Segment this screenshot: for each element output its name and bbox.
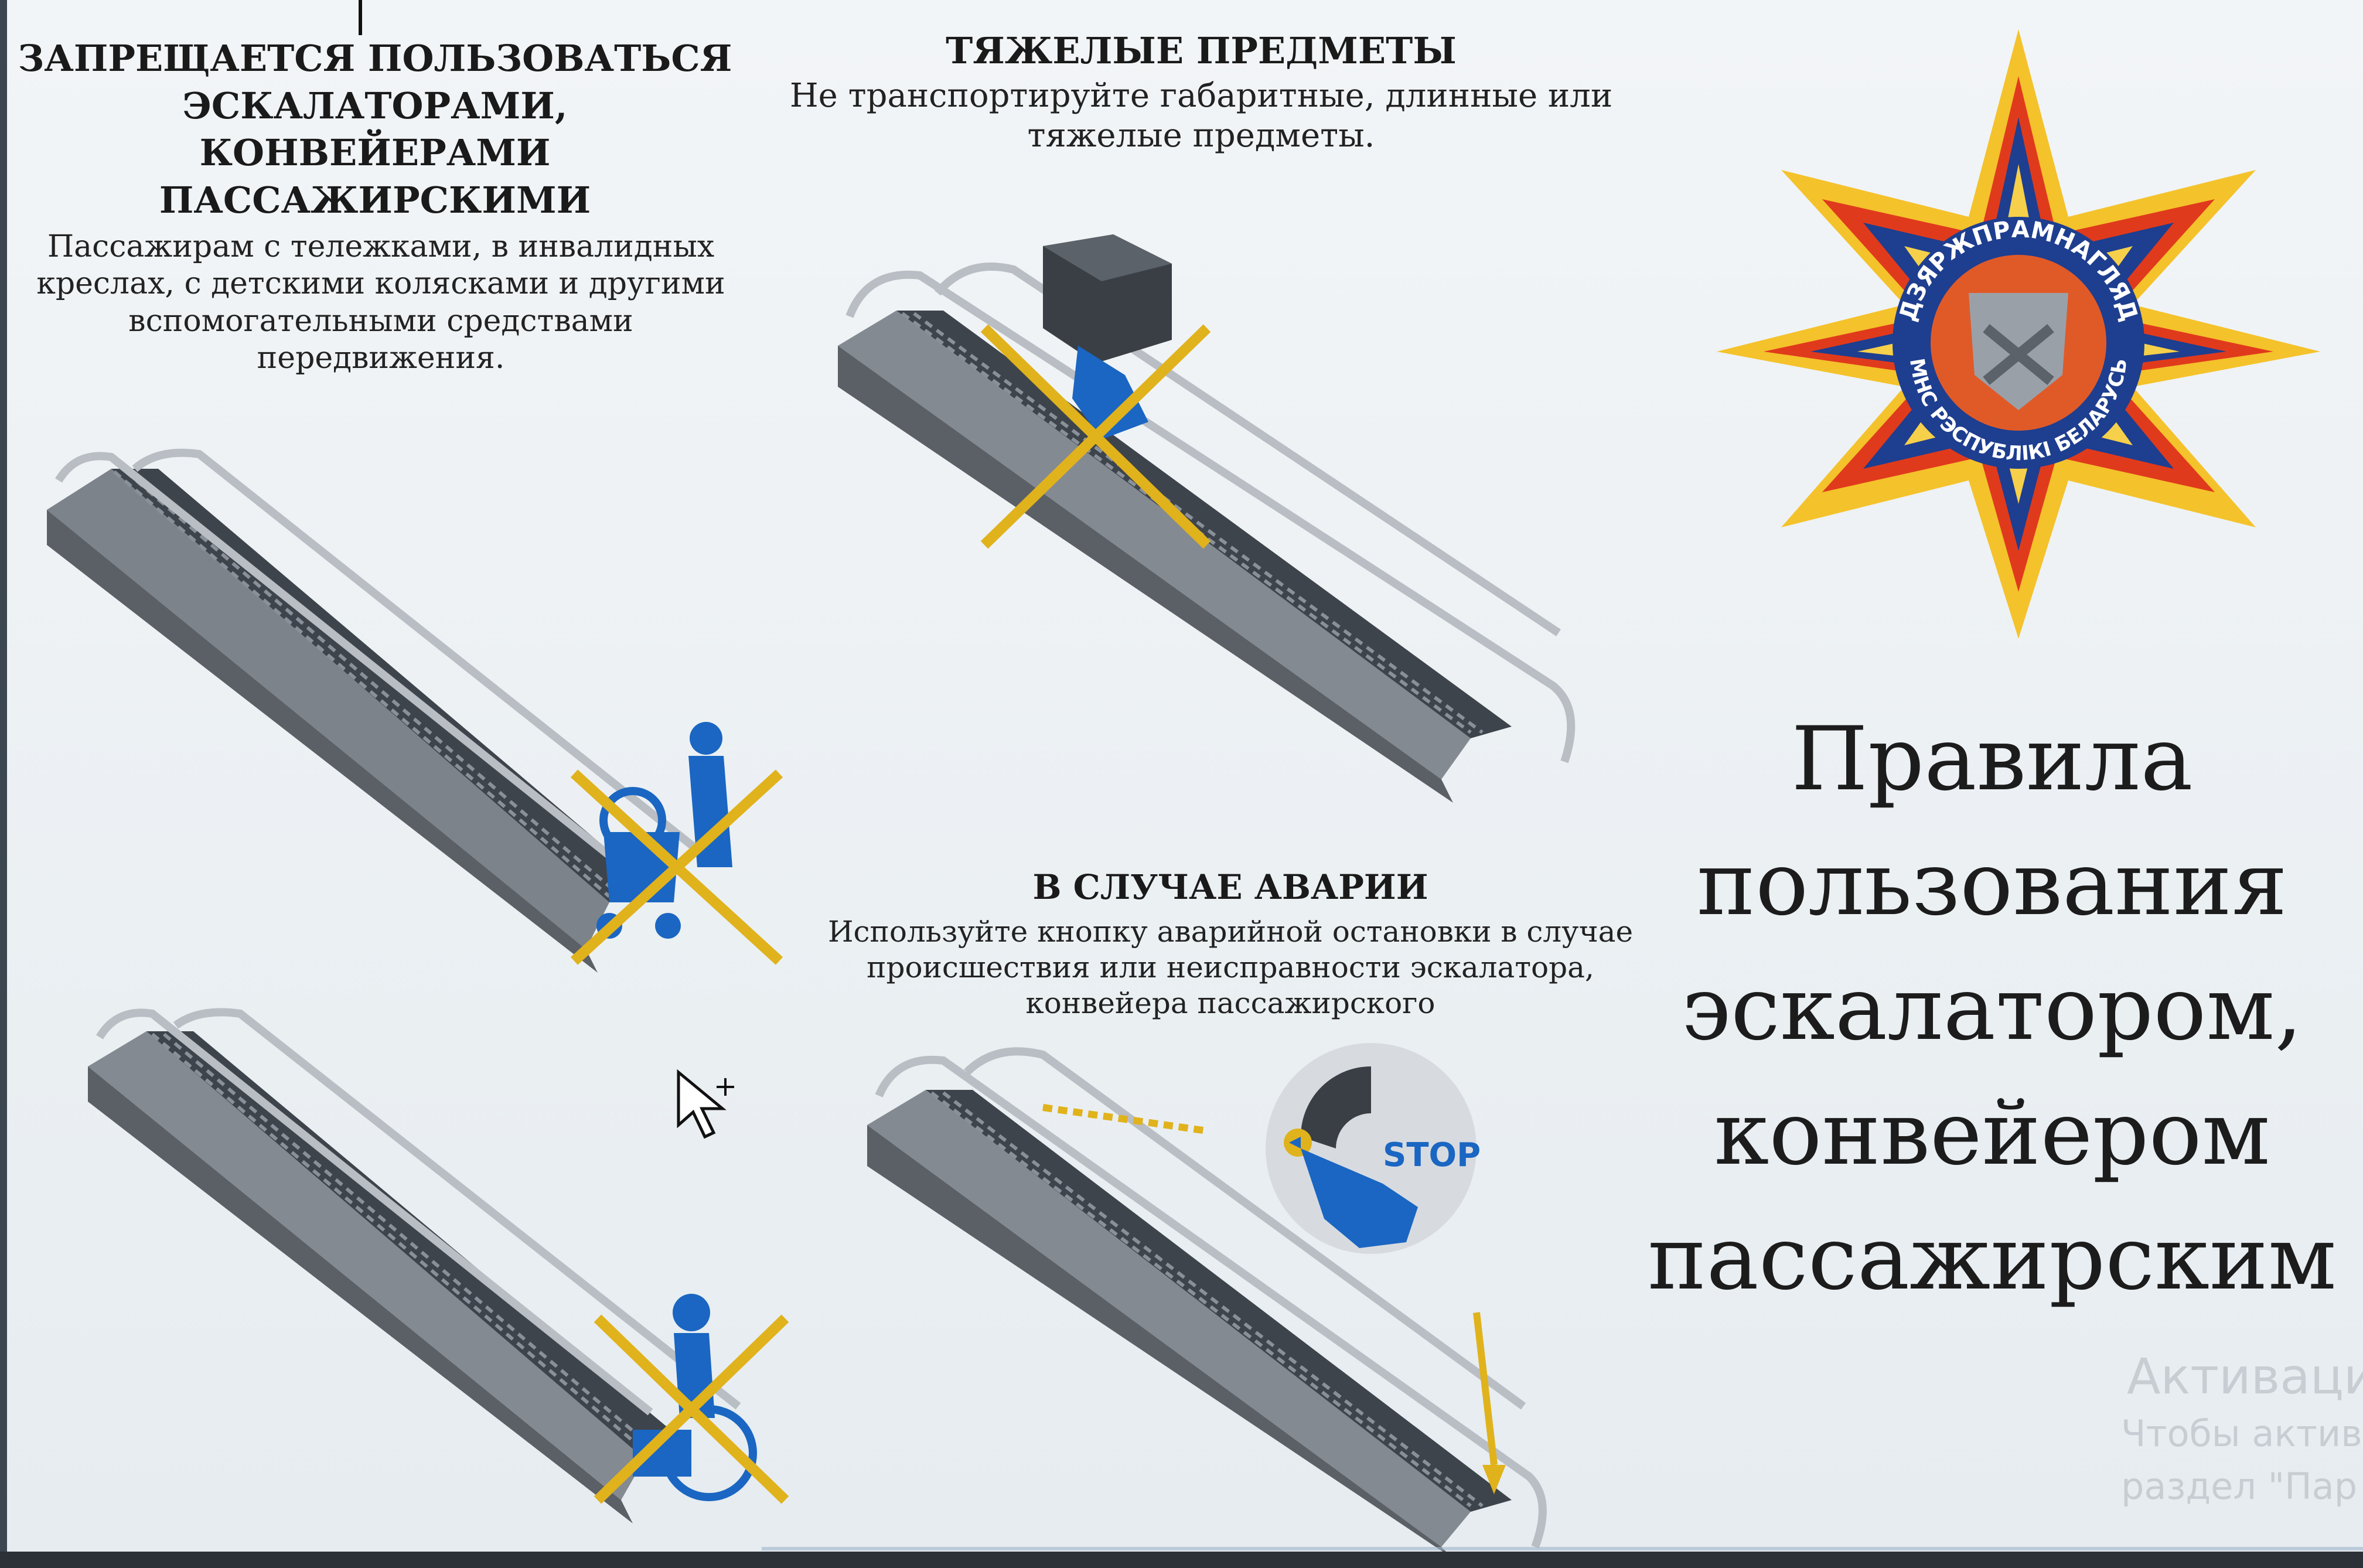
prohibited-cross-icon [570, 769, 783, 965]
monitor-bezel-left [0, 0, 7, 1568]
wheelchair-ban-text: Пассажирам с тележками, в инвалидных кре… [36, 229, 725, 376]
escalator-stroller-ban-illustration [47, 448, 783, 973]
heavy-items-title: ТЯЖЕЛЫЕ ПРЕДМЕТЫ [946, 29, 1457, 72]
pointer-arrow-icon [1042, 1104, 1506, 1494]
heavy-items-text: Не транспортируйте габаритные, длинные и… [789, 77, 1613, 155]
monitor-bezel-bottom [0, 1552, 2363, 1568]
escalator-body [88, 1008, 741, 1523]
escalator-body [838, 263, 1576, 803]
poster-title-line: эскалатором, [1682, 958, 2303, 1060]
poster-title-line: пользования [1697, 833, 2287, 935]
heavy-box-icon [1043, 234, 1172, 439]
emergency-title: В СЛУЧАЕ АВАРИИ [1032, 867, 1428, 907]
prohibited-cross-icon [594, 1314, 789, 1504]
text-cursor-mark [359, 0, 362, 35]
escalator-body [867, 1047, 1547, 1559]
poster-title-line: Правила [1791, 708, 2193, 810]
escalator-emergency-stop-illustration: STOP [867, 1043, 1547, 1559]
escalator-wheelchair-ban-illustration [88, 1008, 789, 1523]
stop-label: STOP [1383, 1136, 1481, 1174]
hand-pressing-icon [1289, 1137, 1418, 1248]
wheelchair-user-icon [633, 1294, 757, 1501]
poster-title: Правила пользования эскалатором, конвейе… [1629, 697, 2355, 1321]
emergency-text: Используйте кнопку аварийной остановки в… [827, 915, 1634, 1020]
crossed-hammers-icon [1983, 324, 2054, 385]
activation-watermark-line: раздел "Пар [2121, 1465, 2358, 1508]
prohibited-cross-icon [980, 324, 1211, 549]
mchs-belarus-emblem: ДЗЯРЖПРАМНАГЛЯД МНС РЭСПУБЛІКІ БЕЛАРУСЬ [1717, 29, 2320, 639]
escalator-body [47, 448, 700, 973]
escalator-heavy-items-illustration [838, 234, 1576, 803]
taskbar-edge [762, 1547, 2363, 1550]
wheelchair-ban-title: ЗАПРЕЩАЕТСЯ ПОЛЬЗОВАТЬСЯ ЭСКАЛАТОРАМИ, К… [18, 37, 732, 221]
poster-title-line: конвейером [1714, 1083, 2270, 1185]
poster-title-line: пассажирским [1648, 1208, 2337, 1310]
activation-watermark-line: Чтобы актив [2121, 1412, 2362, 1455]
mouse-cursor-icon [677, 1069, 734, 1139]
activation-watermark-title: Активаци [2127, 1348, 2363, 1405]
